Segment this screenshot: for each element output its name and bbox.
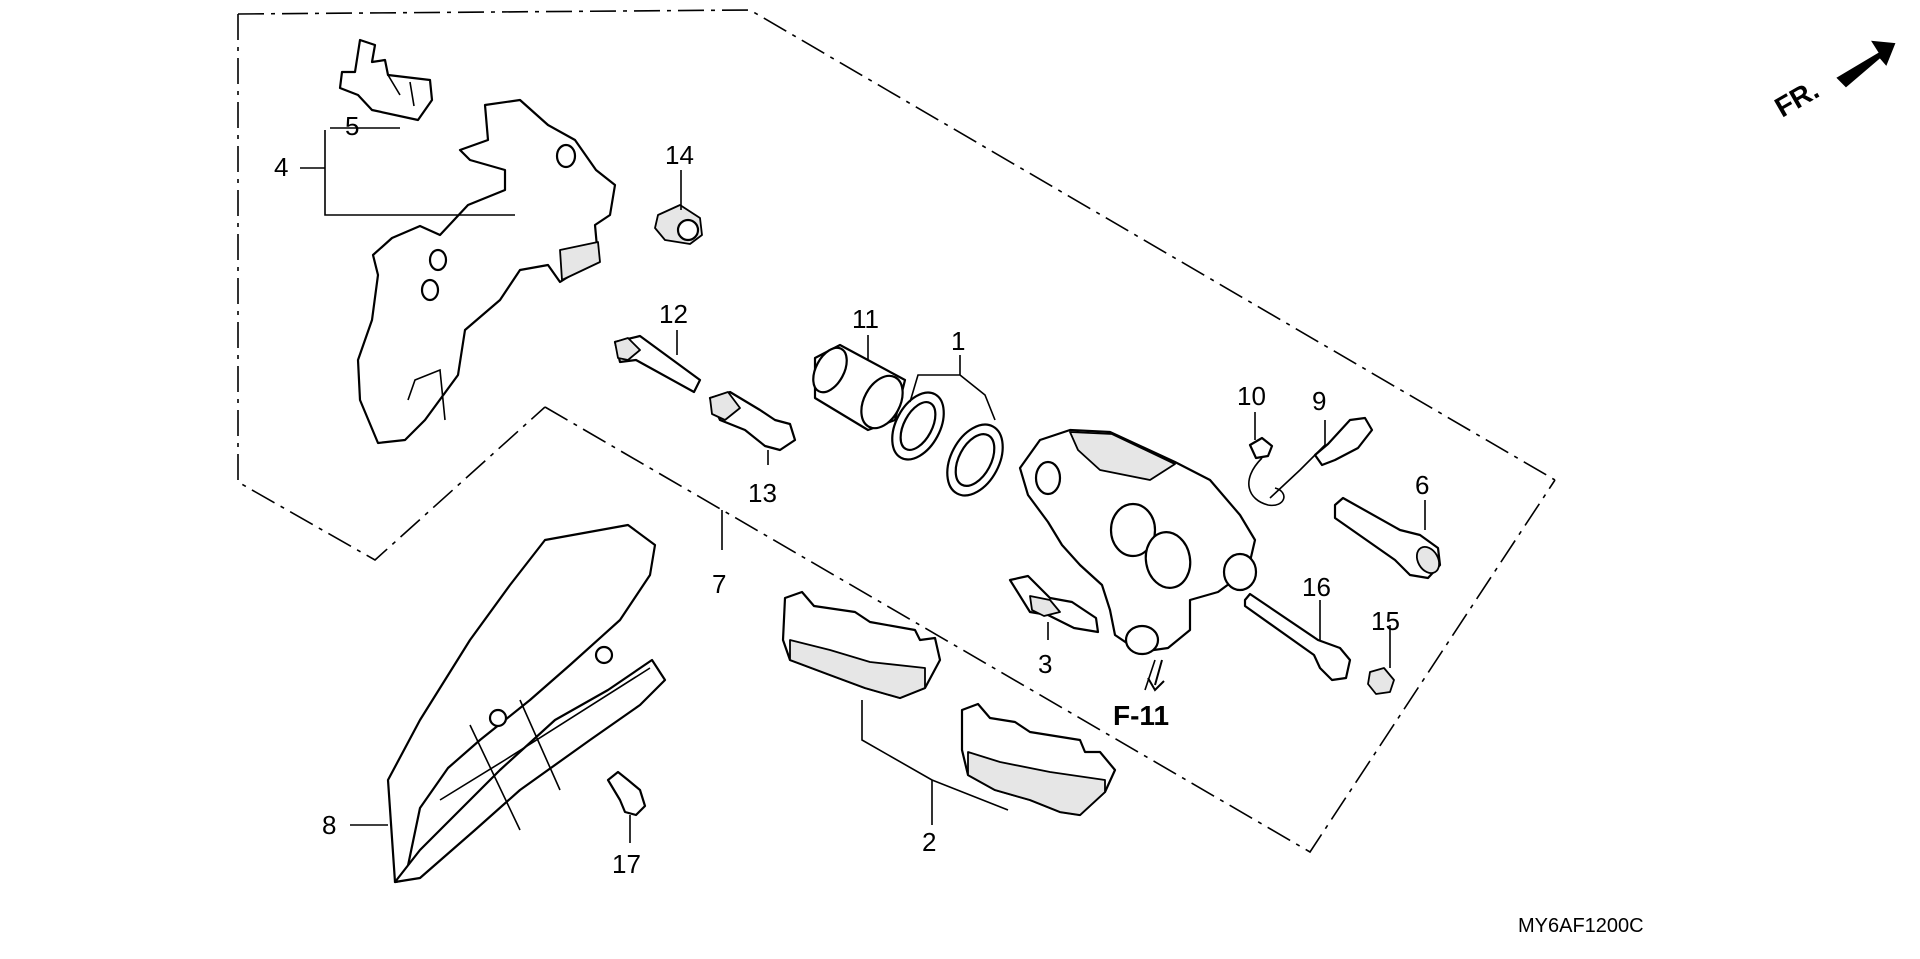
- callout-3: 3: [1038, 649, 1052, 679]
- reference-marker: F-11: [1113, 659, 1169, 731]
- callout-7: 7: [712, 569, 726, 599]
- callout-17: 17: [612, 849, 641, 879]
- reference-label: F-11: [1113, 700, 1169, 731]
- bleeder-cap: [1248, 436, 1285, 507]
- callout-10: 10: [1237, 381, 1266, 411]
- callout-14: 14: [665, 140, 694, 170]
- bracket-plug: [654, 204, 703, 245]
- callout-2: 2: [922, 827, 936, 857]
- caliper-pin-bolt: [1333, 496, 1442, 580]
- brake-pad-set: [781, 590, 1117, 817]
- callout-8: 8: [322, 810, 336, 840]
- callout-4: 4: [274, 152, 288, 182]
- front-direction-indicator: FR.: [1770, 40, 1896, 123]
- callout-labels: 1 2 3 4 5 6 7 8 9 10 11 12 13 14 15 16 1…: [274, 111, 1429, 879]
- disc-guard: [386, 523, 667, 884]
- pad-spring: [1008, 574, 1100, 634]
- piston-seal-set: [891, 391, 1004, 497]
- pad-spring-clip: [338, 38, 434, 122]
- caliper-bracket: [356, 98, 617, 445]
- reference-arrow-icon: [1147, 659, 1165, 692]
- callout-13: 13: [748, 478, 777, 508]
- drawing-code: MY6AF1200C: [1518, 915, 1644, 937]
- callout-6: 6: [1415, 470, 1429, 500]
- pin-bolt: [613, 334, 702, 394]
- bracket-group-boundary-left: [237, 14, 546, 561]
- callout-15: 15: [1371, 606, 1400, 636]
- pad-pin: [1243, 592, 1352, 682]
- callout-11: 11: [852, 304, 879, 334]
- guard-bolt: [606, 770, 647, 817]
- caliper-body: [1018, 428, 1258, 656]
- assembly-boundaries: [237, 9, 1556, 854]
- callout-16: 16: [1302, 572, 1331, 602]
- slide-pin: [708, 390, 797, 452]
- pad-group-boundary: [544, 406, 1556, 854]
- callout-5: 5: [345, 111, 359, 141]
- pad-pin-plug: [1367, 667, 1395, 695]
- leader-lines: [300, 127, 1426, 843]
- callout-9: 9: [1312, 386, 1326, 416]
- piston: [812, 343, 907, 432]
- front-direction-label: FR.: [1770, 74, 1825, 123]
- bracket-group-boundary: [237, 9, 1556, 481]
- bleeder-valve: [1313, 416, 1374, 467]
- arrow-icon: [1836, 40, 1896, 88]
- callout-12: 12: [659, 299, 688, 329]
- callout-1: 1: [951, 326, 965, 356]
